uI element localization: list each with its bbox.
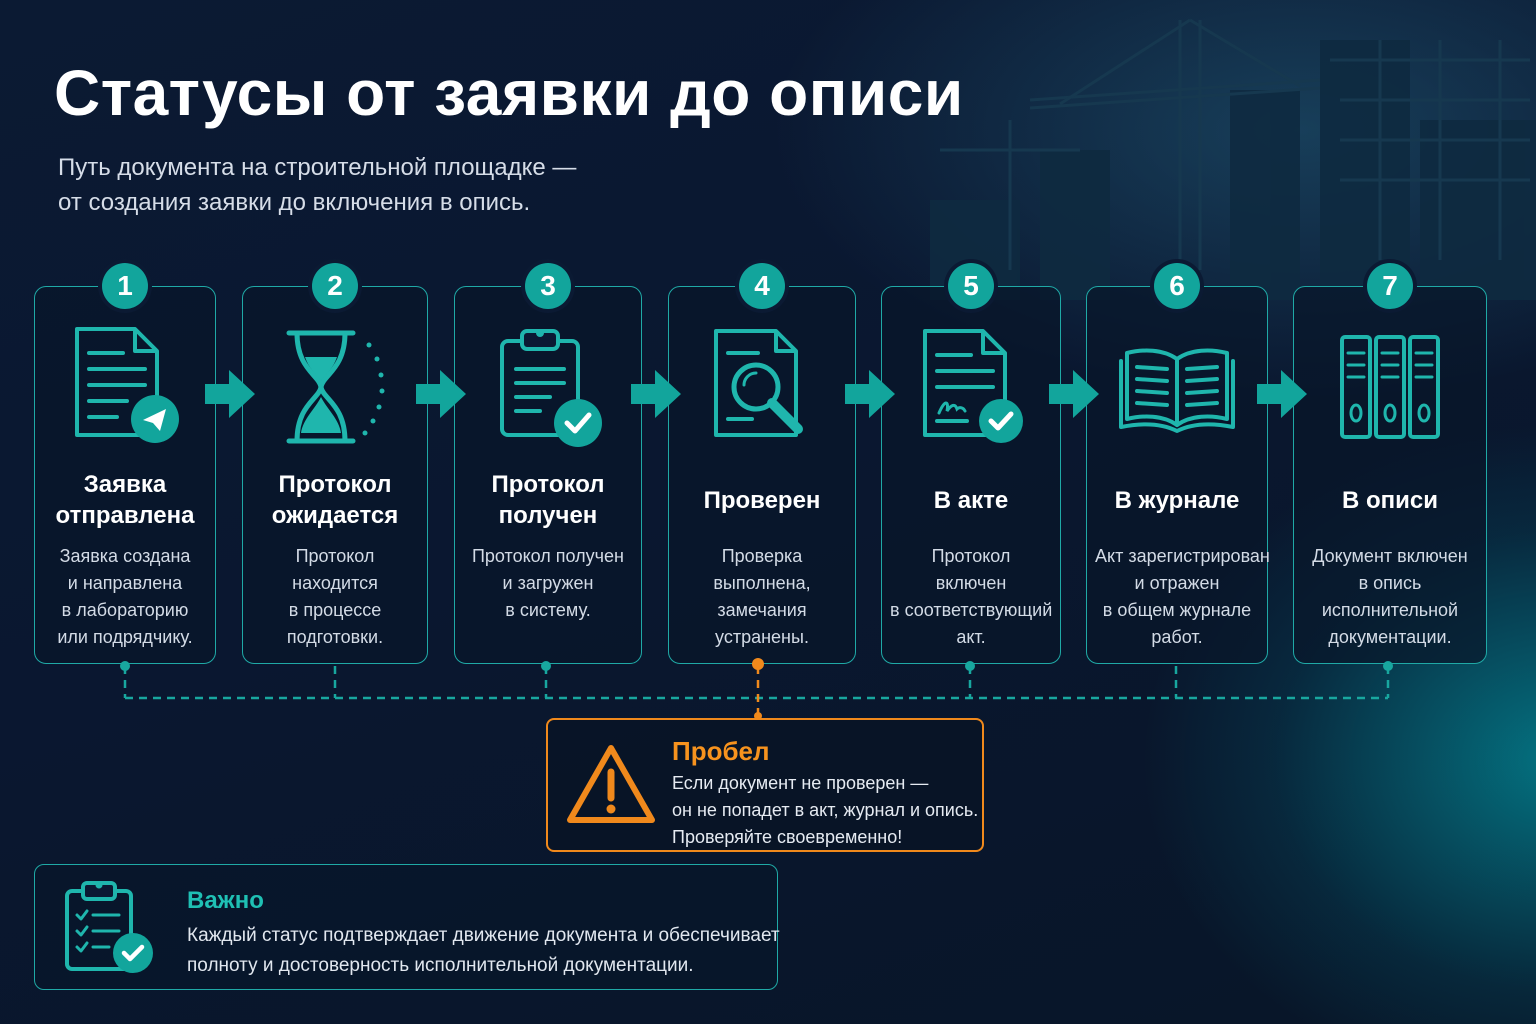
step-title-line: В описи <box>1342 485 1438 516</box>
page-subtitle: Путь документа на строительной площадке … <box>58 150 576 220</box>
step-title-line: получен <box>491 500 604 531</box>
step-desc-line: Акт зарегистрирован <box>1095 543 1259 570</box>
step-desc-line: исполнительной <box>1302 597 1478 624</box>
step-desc-line: Протокол <box>251 543 419 570</box>
gap-text-line: Если документ не проверен — <box>672 770 978 797</box>
arrow-right-icon <box>205 370 255 418</box>
note-text-line: полноту и достоверность исполнительной д… <box>187 951 780 981</box>
gap-warning-box: Пробел Если документ не проверен — он не… <box>546 718 984 852</box>
step-description: Акт зарегистрирован и отражен в общем жу… <box>1095 543 1259 651</box>
subtitle-line: Путь документа на строительной площадке … <box>58 150 576 185</box>
step-desc-line: Проверка <box>677 543 847 570</box>
step-desc-line: замечания <box>677 597 847 624</box>
step-card-5: 5 В акте Протокол включен в соответствую… <box>881 286 1061 664</box>
step-card-7: 7 В описи Документ включен в опись испол… <box>1293 286 1487 664</box>
binders-icon <box>1330 323 1450 453</box>
arrow-right-icon <box>845 370 895 418</box>
document-search-icon <box>702 323 822 453</box>
step-title-line: Протокол <box>272 469 399 500</box>
step-title: В журнале <box>1093 467 1261 533</box>
step-desc-line: Заявка создана <box>43 543 207 570</box>
step-title: В акте <box>888 467 1054 533</box>
step-description: Проверка выполнена, замечания устранены. <box>677 543 847 651</box>
step-desc-line: подготовки. <box>251 624 419 651</box>
checklist-icon <box>61 877 157 975</box>
step-desc-line: и направлена <box>43 570 207 597</box>
step-desc-line: и загружен <box>463 570 633 597</box>
step-number-badge: 6 <box>1154 263 1200 309</box>
step-description: Протокол получен и загружен в систему. <box>463 543 633 624</box>
step-number-badge: 5 <box>948 263 994 309</box>
step-desc-line: в процессе <box>251 597 419 624</box>
gap-text-line: он не попадет в акт, журнал и опись. <box>672 797 978 824</box>
step-description: Протокол находится в процессе подготовки… <box>251 543 419 651</box>
arrow-right-icon <box>416 370 466 418</box>
step-title-line: отправлена <box>56 500 195 531</box>
note-text: Каждый статус подтверждает движение доку… <box>187 921 780 981</box>
step-desc-line: в опись <box>1302 570 1478 597</box>
step-desc-line: включен <box>890 570 1052 597</box>
step-title: В описи <box>1300 467 1480 533</box>
step-title-line: Проверен <box>704 485 821 516</box>
step-number-badge: 2 <box>312 263 358 309</box>
subtitle-line: от создания заявки до включения в опись. <box>58 185 576 220</box>
arrow-right-icon <box>1257 370 1307 418</box>
step-desc-line: в лабораторию <box>43 597 207 624</box>
step-desc-line: акт. <box>890 624 1052 651</box>
step-desc-line: работ. <box>1095 624 1259 651</box>
page-title: Статусы от заявки до описи <box>54 56 964 130</box>
step-title-line: ожидается <box>272 500 399 531</box>
hourglass-icon <box>275 323 395 453</box>
arrow-right-icon <box>631 370 681 418</box>
step-description: Заявка создана и направлена в лаборатори… <box>43 543 207 651</box>
step-desc-line: в систему. <box>463 597 633 624</box>
step-number-badge: 7 <box>1367 263 1413 309</box>
step-description: Документ включен в опись исполнительной … <box>1302 543 1478 651</box>
step-number-badge: 3 <box>525 263 571 309</box>
step-card-4: 4 Проверен Проверка выполнена, замечания… <box>668 286 856 664</box>
step-desc-line: Протокол получен <box>463 543 633 570</box>
document-send-icon <box>65 323 185 453</box>
step-description: Протокол включен в соответствующий акт. <box>890 543 1052 651</box>
step-desc-line: в общем журнале <box>1095 597 1259 624</box>
step-title-line: В журнале <box>1115 485 1240 516</box>
step-title-line: В акте <box>934 485 1008 516</box>
step-desc-line: или подрядчику. <box>43 624 207 651</box>
step-desc-line: выполнена, <box>677 570 847 597</box>
gap-title: Пробел <box>672 736 770 767</box>
warning-icon <box>566 742 656 828</box>
arrow-right-icon <box>1049 370 1099 418</box>
note-title: Важно <box>187 887 264 915</box>
step-desc-line: и отражен <box>1095 570 1259 597</box>
step-desc-line: Протокол <box>890 543 1052 570</box>
note-text-line: Каждый статус подтверждает движение доку… <box>187 921 780 951</box>
open-book-icon <box>1117 323 1237 453</box>
gap-text-line: Проверяйте своевременно! <box>672 824 978 851</box>
step-desc-line: находится <box>251 570 419 597</box>
step-desc-line: устранены. <box>677 624 847 651</box>
step-number-badge: 1 <box>102 263 148 309</box>
step-number-badge: 4 <box>739 263 785 309</box>
step-title-line: Заявка <box>56 469 195 500</box>
step-card-6: 6 В журнале Акт зарегистрирован и отраже… <box>1086 286 1268 664</box>
important-note-box: Важно Каждый статус подтверждает движени… <box>34 864 778 990</box>
signed-document-icon <box>911 323 1031 453</box>
step-desc-line: в соответствующий <box>890 597 1052 624</box>
step-title-line: Протокол <box>491 469 604 500</box>
gap-text: Если документ не проверен — он не попаде… <box>672 770 978 851</box>
step-title: Проверен <box>675 467 849 533</box>
step-desc-line: Документ включен <box>1302 543 1478 570</box>
clipboard-check-icon <box>488 323 608 453</box>
step-desc-line: документации. <box>1302 624 1478 651</box>
